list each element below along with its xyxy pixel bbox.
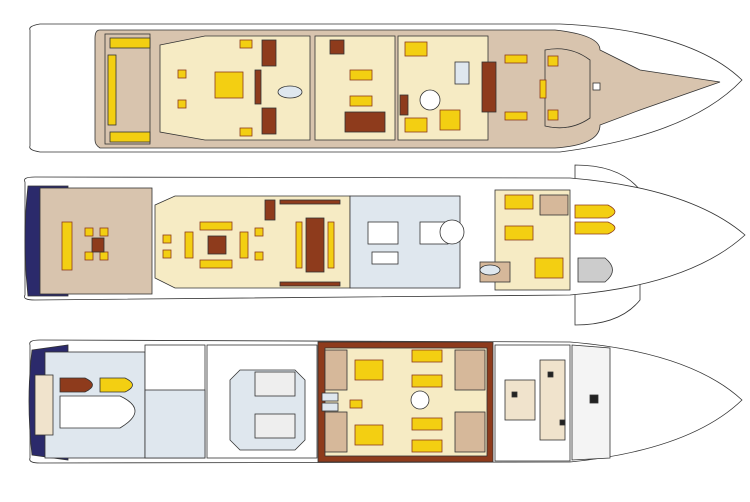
lower-stair [410,390,430,410]
tender-boat [59,395,136,429]
main-deck [24,164,746,326]
main-spiral-stair [439,219,465,245]
jet-ski [59,377,93,393]
lower-deck [28,339,743,464]
tenders [574,204,616,283]
jet-ski [99,377,133,393]
upper-spiral-stair [419,89,441,111]
dining-table [305,217,325,273]
salon-table [207,235,227,255]
upper-foredeck [544,48,591,129]
upper-deck [29,23,743,153]
